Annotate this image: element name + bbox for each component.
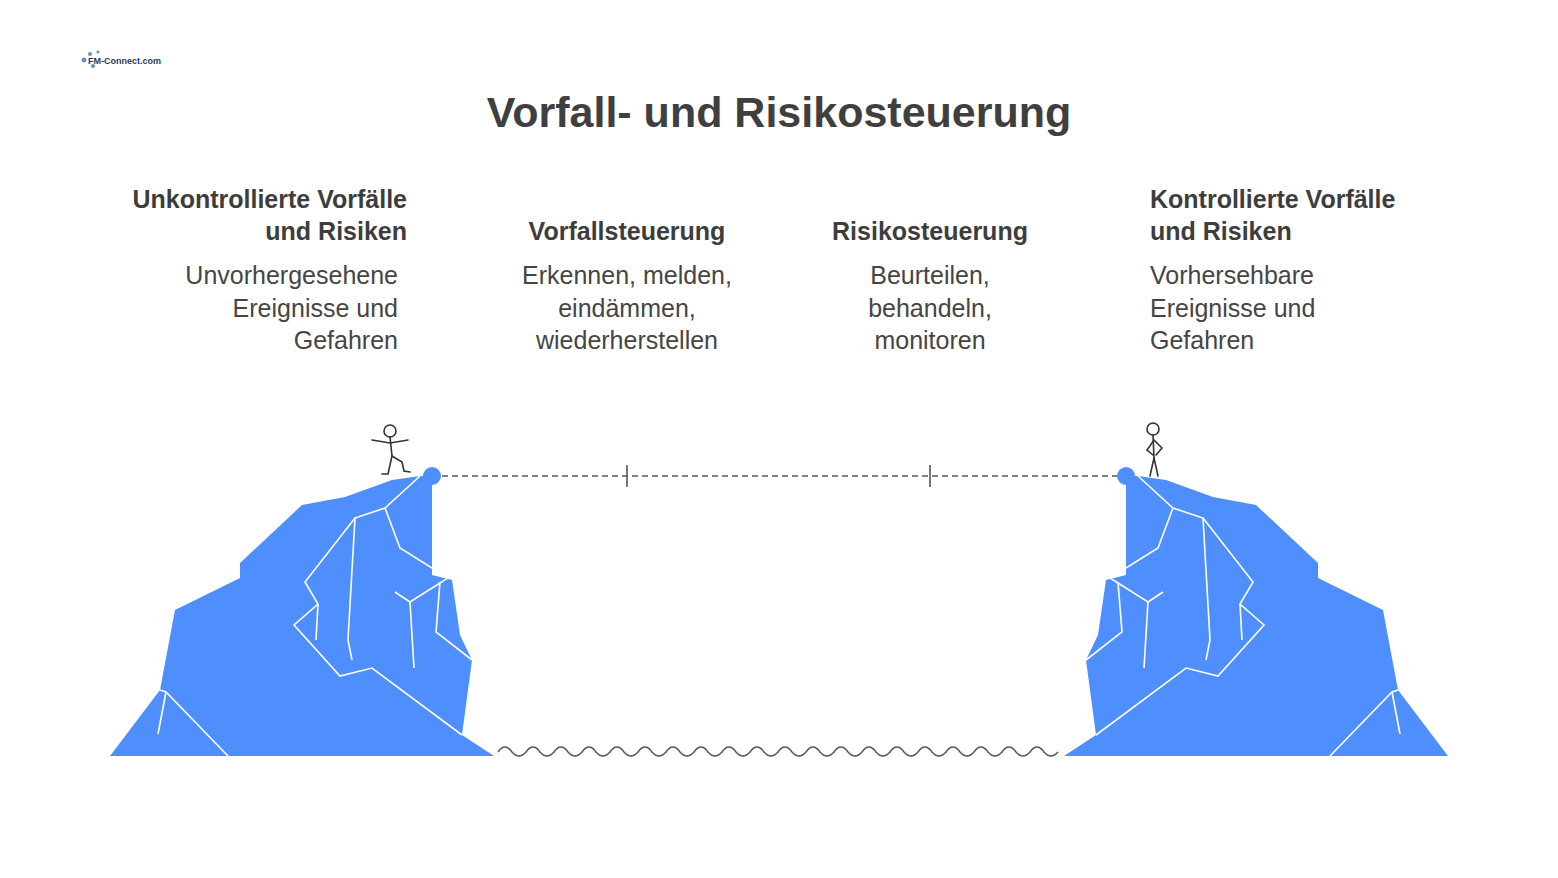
endpoint-dot — [1117, 467, 1135, 485]
stage-column: VorfallsteuerungErkennen, melden, eindäm… — [512, 183, 742, 357]
right-cliff — [1064, 476, 1448, 756]
stage-heading: Risikosteuerung — [815, 183, 1045, 247]
dashed-path — [432, 475, 1126, 477]
stage-column: Kontrollierte Vorfälle und RisikenVorher… — [1150, 183, 1440, 357]
logo-text: FM-Connect.com — [88, 56, 161, 66]
stage-column: Unkontrollierte Vorfälle und RisikenUnvo… — [100, 183, 407, 357]
stage-heading: Vorfallsteuerung — [512, 183, 742, 247]
water-wave — [498, 747, 1058, 756]
tick — [929, 465, 931, 487]
standing-figure — [1147, 423, 1162, 476]
stage-column: RisikosteuerungBeurteilen, behandeln, mo… — [815, 183, 1045, 357]
stage-description: Vorhersehbare Ereignisse und Gefahren — [1150, 259, 1360, 357]
stage-heading: Kontrollierte Vorfälle und Risiken — [1150, 183, 1440, 247]
stage-description: Beurteilen, behandeln, monitoren — [855, 259, 1005, 357]
stage-description: Erkennen, melden, eindämmen, wiederherst… — [512, 259, 742, 357]
walking-figure — [372, 425, 410, 474]
left-cliff — [110, 476, 494, 756]
tick — [626, 465, 628, 487]
endpoint-dot — [423, 467, 441, 485]
stage-description: Unvorhergesehene Ereignisse und Gefahren — [148, 259, 398, 357]
diagram-title: Vorfall- und Risikosteuerung — [0, 88, 1558, 137]
stage-heading: Unkontrollierte Vorfälle und Risiken — [100, 183, 407, 247]
